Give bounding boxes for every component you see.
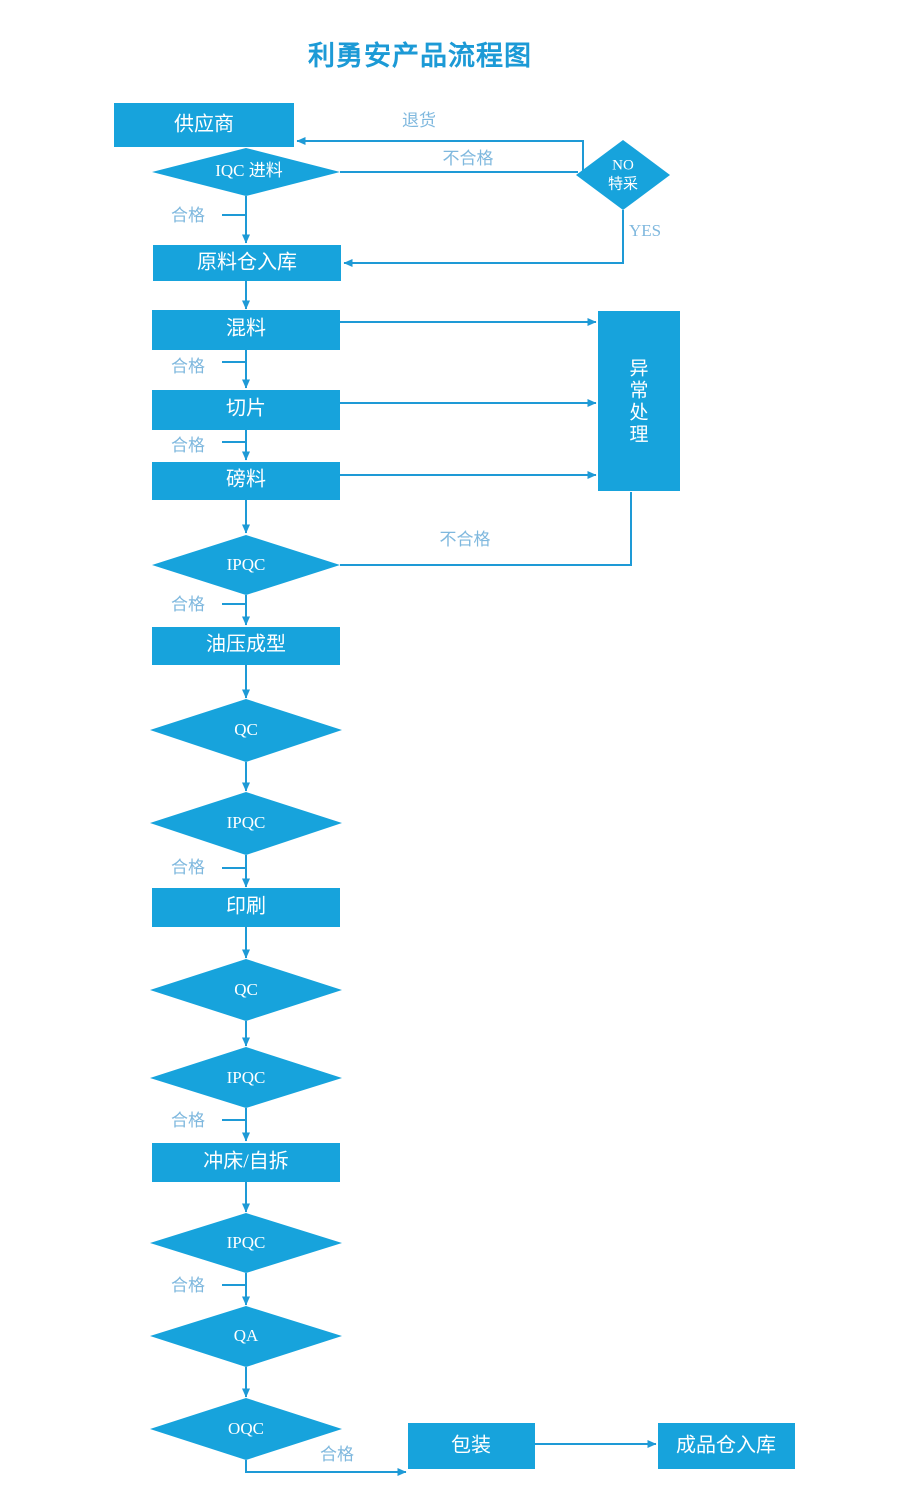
node-ipqc-2[interactable]: IPQC [150, 792, 342, 855]
node-slicing-label: 切片 [226, 397, 266, 420]
node-abnormal-handling-char-1: 异 [629, 358, 648, 379]
edge-label-fail-ipqc1: 不合格 [440, 530, 491, 549]
node-finished-goods-warehouse-label: 成品仓入库 [676, 1434, 776, 1457]
node-hydraulic-forming[interactable]: 油压成型 [152, 627, 340, 665]
node-qa-label: QA [234, 1326, 259, 1345]
node-abnormal-handling-char-4: 理 [629, 424, 648, 445]
node-oqc-label: OQC [228, 1419, 264, 1438]
edge-return-to-supplier [296, 137, 584, 172]
node-mixing-label: 混料 [226, 317, 266, 340]
node-abnormal-handling-char-3: 处 [629, 401, 648, 423]
edge-label-pass-ipqc4: 合格 [171, 1276, 205, 1295]
node-ipqc-1[interactable]: IPQC [152, 535, 340, 595]
node-qc-1[interactable]: QC [150, 699, 342, 762]
edge-label-yes: YES [629, 221, 661, 240]
node-ipqc-3-label: IPQC [227, 1068, 266, 1087]
node-ipqc-2-label: IPQC [227, 813, 266, 832]
node-abnormal-handling[interactable]: 异 常 处 理 [598, 311, 680, 491]
node-ipqc-4-label: IPQC [227, 1233, 266, 1252]
node-printing-label: 印刷 [226, 895, 266, 918]
edge-label-pass-iqc: 合格 [171, 206, 205, 225]
node-hydraulic-forming-label: 油压成型 [206, 633, 286, 656]
node-ipqc-1-label: IPQC [227, 555, 266, 574]
node-raw-material-warehouse[interactable]: 原料仓入库 [153, 245, 341, 281]
node-qc-2[interactable]: QC [150, 959, 342, 1021]
node-ipqc-4[interactable]: IPQC [150, 1213, 342, 1273]
node-punching[interactable]: 冲床/自拆 [152, 1143, 340, 1182]
node-finished-goods-warehouse[interactable]: 成品仓入库 [658, 1423, 795, 1469]
node-iqc-label: IQC 进料 [215, 161, 283, 180]
node-abnormal-handling-char-2: 常 [629, 379, 648, 401]
edge-label-pass-oqc: 合格 [320, 1445, 354, 1464]
edge-oqc-to-packaging [245, 1460, 407, 1476]
node-packaging-label: 包装 [451, 1434, 491, 1457]
node-supplier[interactable]: 供应商 [114, 103, 294, 147]
node-supplier-label: 供应商 [174, 113, 234, 136]
edge-label-pass-ipqc3: 合格 [171, 1111, 205, 1130]
edge-label-pass-ipqc2: 合格 [171, 858, 205, 877]
edge-label-layer: 退货 不合格 合格 YES 合格 合格 不合格 合格 合格 合格 合格 合格 [171, 111, 661, 1464]
node-special-purchase-label-2: 特采 [608, 175, 638, 192]
node-printing[interactable]: 印刷 [152, 888, 340, 927]
edge-label-pass-ipqc1: 合格 [171, 595, 205, 614]
node-special-purchase-label-1: NO [612, 157, 634, 173]
edge-label-fail-iqc: 不合格 [443, 149, 494, 168]
edge-yes-to-rawstore [343, 210, 624, 267]
node-iqc[interactable]: IQC 进料 [152, 148, 340, 196]
node-slicing[interactable]: 切片 [152, 390, 340, 430]
node-ipqc-3[interactable]: IPQC [150, 1047, 342, 1108]
node-oqc[interactable]: OQC [150, 1398, 342, 1460]
edge-label-return-goods: 退货 [402, 111, 436, 130]
edge-label-pass-slicing: 合格 [171, 436, 205, 455]
node-weighing[interactable]: 磅料 [152, 462, 340, 500]
node-qa[interactable]: QA [150, 1306, 342, 1367]
node-packaging[interactable]: 包装 [408, 1423, 535, 1469]
node-weighing-label: 磅料 [226, 468, 266, 491]
page-title: 利勇安产品流程图 [308, 41, 532, 71]
node-punching-label: 冲床/自拆 [203, 1150, 289, 1173]
node-qc-1-label: QC [234, 720, 258, 739]
node-mixing[interactable]: 混料 [152, 310, 340, 350]
node-qc-2-label: QC [234, 980, 258, 999]
edge-ipqc1-fail-to-abnormal [340, 492, 632, 566]
node-special-purchase[interactable]: NO 特采 [576, 140, 670, 210]
connector-layer [222, 137, 657, 1476]
node-raw-material-warehouse-label: 原料仓入库 [197, 251, 297, 274]
edge-label-pass-mixing: 合格 [171, 357, 205, 376]
